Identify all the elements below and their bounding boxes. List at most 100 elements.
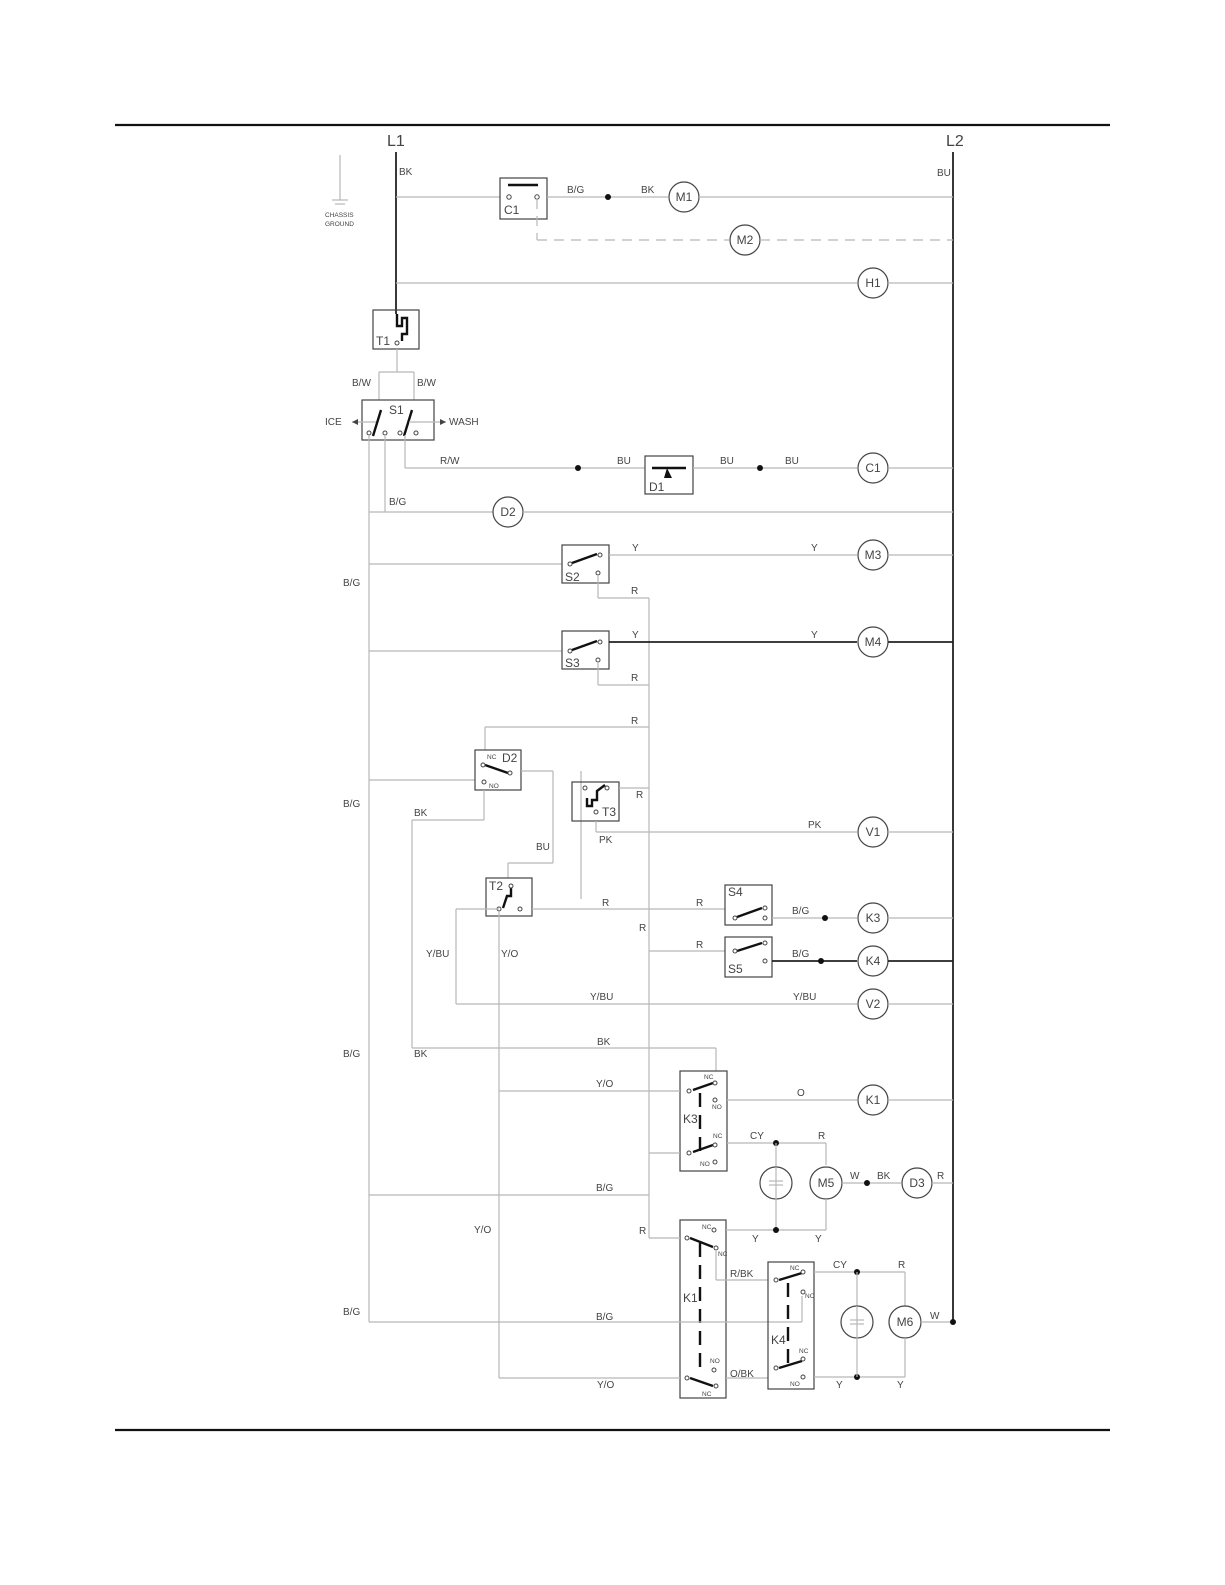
selector-wash-label: WASH bbox=[449, 417, 479, 428]
svg-text:Y: Y bbox=[815, 1234, 822, 1245]
k3-relay-box bbox=[679, 1070, 728, 1172]
svg-text:BK: BK bbox=[877, 1171, 891, 1182]
svg-text:Y/BU: Y/BU bbox=[793, 992, 816, 1003]
svg-text:Y: Y bbox=[632, 543, 639, 554]
d2-switch-box bbox=[474, 749, 522, 791]
svg-text:BK: BK bbox=[597, 1037, 611, 1048]
svg-text:NO: NO bbox=[489, 783, 499, 790]
svg-text:Y: Y bbox=[811, 630, 818, 641]
svg-text:C1: C1 bbox=[865, 461, 881, 475]
svg-text:R: R bbox=[631, 586, 638, 597]
svg-text:M6: M6 bbox=[897, 1315, 914, 1329]
rail-l1-label: L1 bbox=[387, 133, 405, 150]
svg-text:Y: Y bbox=[632, 630, 639, 641]
svg-text:W: W bbox=[850, 1171, 860, 1182]
svg-text:Y: Y bbox=[836, 1380, 843, 1391]
s3-switch-box bbox=[561, 630, 610, 670]
svg-text:M3: M3 bbox=[865, 548, 882, 562]
k1-relay-box bbox=[679, 1219, 727, 1399]
svg-text:K4: K4 bbox=[866, 954, 881, 968]
svg-text:BU: BU bbox=[785, 456, 799, 467]
t1-label: T1 bbox=[376, 334, 390, 348]
svg-text:Y/O: Y/O bbox=[474, 1225, 491, 1236]
svg-text:NC: NC bbox=[702, 1391, 712, 1398]
s5-switch-box bbox=[724, 936, 773, 978]
svg-text:D3: D3 bbox=[909, 1176, 925, 1190]
svg-text:K3: K3 bbox=[866, 911, 881, 925]
svg-text:R/BK: R/BK bbox=[730, 1269, 754, 1280]
s4-label: S4 bbox=[728, 885, 743, 899]
s5-label: S5 bbox=[728, 962, 743, 976]
svg-text:B/G: B/G bbox=[343, 799, 360, 810]
d1-label: D1 bbox=[649, 480, 665, 494]
svg-text:NO: NO bbox=[710, 1358, 720, 1365]
svg-text:R: R bbox=[696, 940, 703, 951]
svg-text:M5: M5 bbox=[818, 1176, 835, 1190]
svg-text:B/G: B/G bbox=[343, 578, 360, 589]
svg-text:D2: D2 bbox=[500, 505, 516, 519]
svg-text:B/G: B/G bbox=[596, 1183, 613, 1194]
svg-text:Y/BU: Y/BU bbox=[590, 992, 613, 1003]
svg-text:H1: H1 bbox=[865, 276, 881, 290]
d1-box bbox=[644, 455, 694, 495]
svg-text:Y: Y bbox=[897, 1380, 904, 1391]
svg-text:R: R bbox=[602, 898, 609, 909]
svg-text:NC: NC bbox=[713, 1133, 723, 1140]
svg-text:NC: NC bbox=[487, 754, 497, 761]
svg-text:CY: CY bbox=[750, 1131, 764, 1142]
rail-l2-label: L2 bbox=[946, 133, 964, 150]
s4-switch-box bbox=[724, 884, 773, 926]
t2-thermostat-box bbox=[485, 877, 533, 917]
svg-text:K1: K1 bbox=[866, 1093, 881, 1107]
svg-text:B/W: B/W bbox=[417, 378, 436, 389]
svg-text:BK: BK bbox=[414, 808, 428, 819]
s3-label: S3 bbox=[565, 656, 580, 670]
svg-text:M1: M1 bbox=[676, 190, 693, 204]
svg-text:NO: NO bbox=[712, 1104, 722, 1111]
t3-label: T3 bbox=[602, 805, 616, 819]
wire-bk-l1: BK bbox=[399, 167, 413, 178]
svg-text:R: R bbox=[937, 1171, 944, 1182]
svg-text:B/G: B/G bbox=[792, 949, 809, 960]
s2-switch-box bbox=[561, 544, 610, 584]
svg-text:R: R bbox=[898, 1260, 905, 1271]
wire-bu-l2: BU bbox=[937, 168, 951, 179]
svg-text:B/G: B/G bbox=[343, 1049, 360, 1060]
svg-text:R: R bbox=[631, 716, 638, 727]
svg-text:Y/O: Y/O bbox=[597, 1380, 614, 1391]
svg-text:BK: BK bbox=[641, 185, 655, 196]
svg-text:R: R bbox=[636, 790, 643, 801]
svg-text:NO: NO bbox=[700, 1161, 710, 1168]
k4-relay-box bbox=[767, 1261, 815, 1390]
svg-text:Y: Y bbox=[811, 543, 818, 554]
d2-switch-label: D2 bbox=[502, 751, 518, 765]
c1-switch-label: C1 bbox=[504, 203, 520, 217]
svg-text:M2: M2 bbox=[737, 233, 754, 247]
svg-text:B/G: B/G bbox=[343, 1307, 360, 1318]
svg-text:R: R bbox=[631, 673, 638, 684]
s1-label: S1 bbox=[389, 403, 404, 417]
svg-text:R: R bbox=[818, 1131, 825, 1142]
svg-text:Y/BU: Y/BU bbox=[426, 949, 449, 960]
svg-text:BK: BK bbox=[414, 1049, 428, 1060]
t2-label: T2 bbox=[489, 879, 503, 893]
svg-text:B/G: B/G bbox=[389, 497, 406, 508]
svg-text:BU: BU bbox=[536, 842, 550, 853]
k1-relay-label: K1 bbox=[683, 1291, 698, 1305]
svg-text:R: R bbox=[696, 898, 703, 909]
svg-text:B/G: B/G bbox=[596, 1312, 613, 1323]
svg-text:B/G: B/G bbox=[792, 906, 809, 917]
s1-selector-box bbox=[361, 399, 435, 441]
svg-text:V1: V1 bbox=[866, 825, 881, 839]
chassis-ground-icon bbox=[332, 155, 348, 205]
k3-relay-label: K3 bbox=[683, 1112, 698, 1126]
svg-text:NC: NC bbox=[704, 1074, 714, 1081]
svg-text:O/BK: O/BK bbox=[730, 1369, 754, 1380]
svg-text:NC: NC bbox=[799, 1348, 809, 1355]
t1-thermostat-box bbox=[372, 309, 420, 350]
svg-text:R: R bbox=[639, 1226, 646, 1237]
svg-text:V2: V2 bbox=[866, 997, 881, 1011]
svg-text:B/G: B/G bbox=[567, 185, 584, 196]
svg-text:NO: NO bbox=[790, 1381, 800, 1388]
svg-text:NO: NO bbox=[805, 1293, 815, 1300]
